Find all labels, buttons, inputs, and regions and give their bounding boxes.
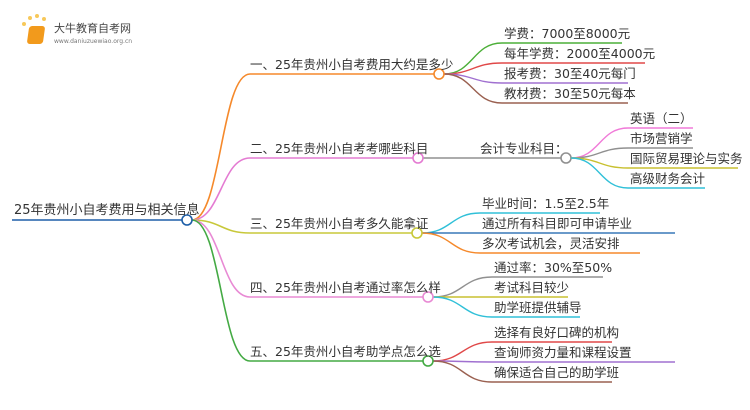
leaf-topic[interactable]: 教材费：30至50元每本 <box>504 86 636 101</box>
leaf-topic[interactable]: 英语（二） <box>630 111 693 126</box>
sub-topic[interactable]: 会计专业科目： <box>480 141 568 156</box>
leaf-topic[interactable]: 国际贸易理论与实务 <box>630 151 743 166</box>
leaf-connector <box>570 147 693 159</box>
leaf-topic[interactable]: 高级财务会计 <box>630 171 706 186</box>
leaf-connector <box>443 73 628 104</box>
leaf-connector <box>432 296 580 318</box>
leaf-topic[interactable]: 通过所有科目即可申请毕业 <box>482 216 633 231</box>
branch-node[interactable] <box>422 355 434 367</box>
leaf-topic[interactable]: 查询师资力量和课程设置 <box>494 345 632 360</box>
branch-connector <box>191 73 434 221</box>
leaf-topic[interactable]: 市场营销学 <box>630 131 693 146</box>
leaf-topic[interactable]: 考试科目较少 <box>494 280 570 295</box>
root-topic[interactable]: 25年贵州小自考费用与相关信息 <box>14 203 200 218</box>
logo-name: 大牛教育自考网 <box>54 22 131 35</box>
branch-node[interactable] <box>411 227 423 239</box>
leaf-topic[interactable]: 学费：7000至8000元 <box>504 26 631 41</box>
leaf-topic[interactable]: 报考费：30至40元每门 <box>504 66 636 81</box>
leaf-connector <box>570 127 693 159</box>
branch-connector <box>191 157 413 221</box>
branch-connector <box>191 219 412 234</box>
leaf-connector <box>443 62 645 75</box>
leaf-connector <box>432 360 675 363</box>
logo: 大牛教育自考网 www.daniuzuewiao.org.cn <box>20 14 180 48</box>
branch-topic[interactable]: 二、25年贵州小自考考哪些科目 <box>250 141 429 156</box>
branch-node[interactable] <box>433 68 445 80</box>
branch-topic[interactable]: 五、25年贵州小自考助学点怎么选 <box>250 344 441 359</box>
leaf-topic[interactable]: 助学班提供辅导 <box>494 300 582 315</box>
leaf-connector <box>432 360 612 383</box>
branch-node[interactable] <box>422 291 434 303</box>
leaf-topic[interactable]: 每年学费：2000至4000元 <box>504 46 656 61</box>
book-icon <box>26 26 46 44</box>
branch-connector <box>191 219 423 298</box>
leaf-topic[interactable]: 多次考试机会，灵活安排 <box>482 236 620 251</box>
leaf-connector <box>421 232 640 254</box>
logo-url: www.daniuzuewiao.org.cn <box>54 38 133 45</box>
branch-topic[interactable]: 一、25年贵州小自考费用大约是多少 <box>250 57 454 72</box>
branch-topic[interactable]: 三、25年贵州小自考多久能拿证 <box>250 216 429 231</box>
leaf-connector <box>443 42 622 75</box>
branch-connector <box>191 219 423 362</box>
leaf-topic[interactable]: 确保适合自己的助学班 <box>494 365 620 380</box>
leaf-topic[interactable]: 毕业时间：1.5至2.5年 <box>482 196 610 211</box>
branch-topic[interactable]: 四、25年贵州小自考通过率怎么样 <box>250 280 441 295</box>
leaf-topic[interactable]: 选择有良好口碑的机构 <box>494 325 620 340</box>
root-node[interactable] <box>181 214 193 226</box>
leaf-connector <box>570 157 705 189</box>
leaf-topic[interactable]: 通过率：30%至50% <box>494 260 613 275</box>
branch-node[interactable] <box>412 152 424 164</box>
